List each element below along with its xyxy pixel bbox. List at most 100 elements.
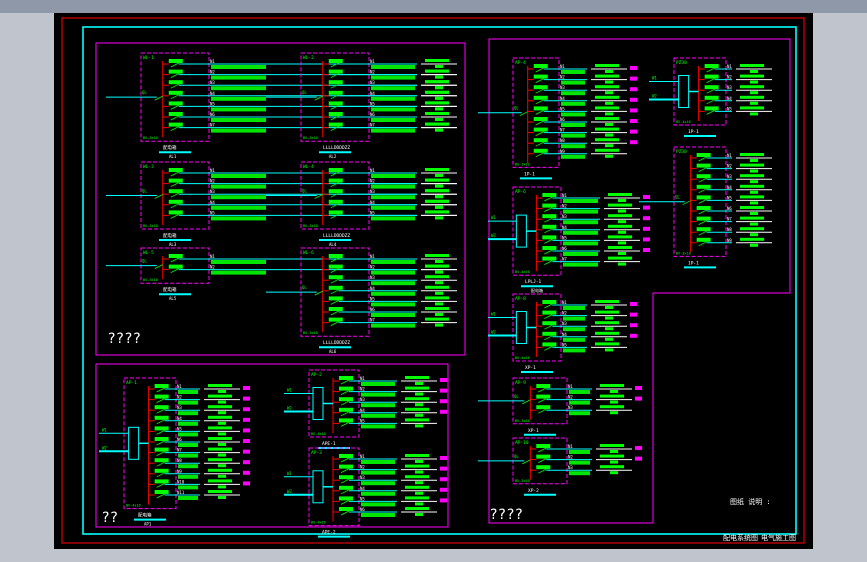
circuit-no-AP7-8: N8 bbox=[727, 227, 732, 232]
load-sub-AP6-2 bbox=[618, 209, 626, 213]
load-label-AP7-1 bbox=[740, 153, 764, 156]
input-tag-b-AP1: W2 bbox=[102, 445, 107, 450]
cabinet-spec-AP5: BV-4x16 bbox=[676, 120, 691, 124]
breaker-switch-AP6-5 bbox=[544, 239, 553, 244]
breaker-label-AP4-3 bbox=[533, 85, 548, 90]
breaker-label-AP5-5 bbox=[704, 106, 719, 111]
cable-label-AL1-7 bbox=[211, 128, 266, 133]
cabinet-name-AL1: WL-1 bbox=[143, 55, 154, 61]
circuit-no-AP6-2: N2 bbox=[562, 204, 567, 209]
inner-frame bbox=[82, 26, 797, 535]
breaker-switch-AP1-4 bbox=[156, 419, 165, 425]
load-sub-AP7-8 bbox=[750, 233, 758, 237]
load-tag-AP6-5 bbox=[643, 237, 650, 242]
load-label-AP4-3 bbox=[595, 85, 619, 89]
breaker-label-AP7-3 bbox=[696, 174, 711, 179]
load-label-AL6-7 bbox=[425, 317, 449, 321]
cabinet-spec-AL1: BV-3x10 bbox=[143, 136, 158, 140]
cable-label-AL2-1 bbox=[371, 65, 415, 69]
load-tag-AP6-2 bbox=[643, 205, 650, 210]
load-sub-AP5-4 bbox=[750, 101, 758, 105]
breaker-switch-AP3-5 bbox=[340, 500, 350, 505]
load-tag-AP1-7 bbox=[243, 449, 250, 454]
circuit-no-AP2-2: N2 bbox=[360, 387, 365, 392]
cable-label-AL6-7 bbox=[371, 323, 415, 328]
load-sub-AP7-4 bbox=[750, 190, 758, 194]
breaker-label-AL4-4 bbox=[328, 199, 343, 204]
load-label-AL4-4 bbox=[425, 199, 449, 203]
cabinet-name-AL6: WL-6 bbox=[303, 250, 314, 256]
load-sub-AP8-3 bbox=[605, 327, 613, 331]
breaker-switch-AL1-5 bbox=[170, 105, 179, 110]
circuit-no-AP5-4: N4 bbox=[727, 96, 732, 101]
breaker-switch-AP4-3 bbox=[535, 88, 544, 94]
load-label-AP1-6 bbox=[208, 437, 232, 440]
cabinet-name-AP5: PZ30 bbox=[676, 60, 687, 66]
load-tag-AP1-10 bbox=[243, 481, 250, 486]
cable-label-AL2-2 bbox=[371, 75, 415, 80]
main-switch-AP10 bbox=[522, 459, 531, 465]
load-sub-AP4-3 bbox=[605, 91, 613, 95]
circuit-no-AP4-6: N6 bbox=[560, 117, 565, 122]
breaker-switch-AL2-2 bbox=[330, 73, 339, 78]
load-label-AL4-2 bbox=[425, 178, 449, 182]
load-sub-AP4-8 bbox=[605, 144, 613, 148]
cabinet-box-AP2 bbox=[308, 369, 360, 438]
breaker-label-AP2-4 bbox=[339, 407, 353, 412]
cabinet-sub-AP6: 配电箱 bbox=[531, 287, 543, 293]
load-label-AP7-4 bbox=[740, 184, 764, 188]
breaker-switch-AP6-4 bbox=[544, 228, 553, 234]
cabinet-caption-AP6: LPLJ-1 bbox=[525, 279, 542, 285]
breaker-label-AP6-1 bbox=[542, 193, 557, 197]
breaker-switch-AP2-3 bbox=[340, 400, 350, 406]
load-sub-AP6-7 bbox=[618, 262, 626, 266]
load-sub-AP2-3 bbox=[415, 403, 423, 407]
breaker-label-AP8-2 bbox=[542, 310, 557, 315]
cable-label-AP10-3 bbox=[569, 471, 590, 476]
cable-label-AP1-4 bbox=[178, 421, 198, 426]
breaker-switch-AL4-3 bbox=[330, 192, 339, 198]
load-tag-AP2-3 bbox=[440, 399, 447, 404]
breaker-label-AP6-2 bbox=[542, 203, 557, 208]
load-label-AP10-3 bbox=[600, 465, 624, 469]
cable-label-AL2-7 bbox=[371, 128, 415, 133]
load-label-AP8-4 bbox=[595, 331, 619, 335]
load-label-AP4-6 bbox=[595, 117, 619, 120]
meter-box-AP1 bbox=[128, 426, 140, 460]
cable-label-AP6-6 bbox=[563, 252, 598, 256]
breaker-switch-AP3-4 bbox=[340, 489, 350, 495]
load-sub-AL4-1 bbox=[435, 174, 443, 177]
cabinet-spec-AP7: BV-3x10 bbox=[676, 251, 691, 255]
circuit-no-AP5-5: N5 bbox=[727, 106, 732, 111]
breaker-label-AP3-4 bbox=[339, 485, 353, 490]
breaker-label-AL2-2 bbox=[328, 69, 343, 74]
breaker-label-AP1-10 bbox=[154, 479, 169, 484]
breaker-label-AP5-3 bbox=[704, 85, 719, 90]
circuit-no-AP8-5: N5 bbox=[562, 342, 567, 347]
cabinet-caption-AP3: APE-2 bbox=[322, 530, 336, 536]
breaker-label-AP9-2 bbox=[536, 394, 551, 399]
circuit-no-AP9-3: N3 bbox=[568, 405, 573, 410]
breaker-switch-AL6-3 bbox=[330, 278, 339, 284]
breaker-switch-AP8-4 bbox=[544, 335, 553, 341]
circuit-no-AP1-11: N11 bbox=[177, 490, 185, 495]
breaker-label-AL3-2 bbox=[168, 178, 183, 183]
load-sub-AP1-2 bbox=[218, 400, 226, 404]
load-label-AP1-10 bbox=[208, 479, 232, 483]
breaker-switch-AP3-6 bbox=[340, 510, 350, 516]
cabinet-box-AL2 bbox=[300, 52, 370, 142]
circuit-no-AL6-3: N3 bbox=[370, 275, 375, 280]
load-label-AP1-2 bbox=[208, 394, 232, 398]
cabinet-spec-AP3: BV-4x16 bbox=[311, 521, 326, 525]
cable-label-AP1-7 bbox=[178, 453, 198, 458]
breaker-label-AP2-1 bbox=[339, 376, 353, 380]
breaker-label-AP8-1 bbox=[542, 300, 557, 304]
cable-label-AL4-2 bbox=[371, 184, 415, 189]
title-block-note: 图纸 说明 : bbox=[730, 498, 771, 506]
cable-label-AP4-4 bbox=[561, 101, 585, 106]
load-sub-AP1-6 bbox=[218, 443, 226, 446]
main-breaker-label-AL5: QL bbox=[142, 259, 147, 264]
breaker-label-AP2-5 bbox=[339, 418, 353, 423]
circuit-no-AP6-5: N5 bbox=[562, 235, 567, 240]
